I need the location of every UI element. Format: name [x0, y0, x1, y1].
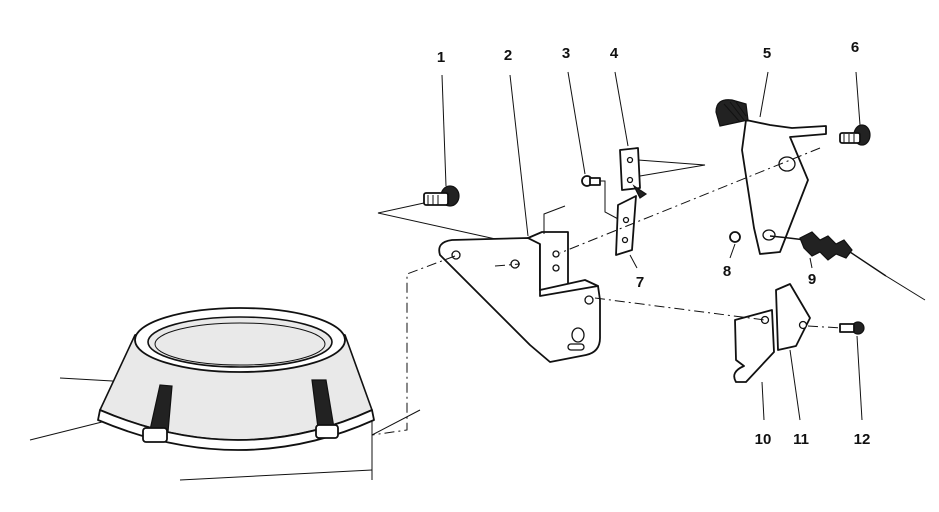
part-8-ball	[729, 231, 741, 259]
part-11-plate	[775, 283, 811, 421]
part-3-screw	[567, 71, 621, 221]
part-2-bracket	[438, 74, 601, 363]
callout-7: 7	[636, 274, 644, 291]
callout-10: 10	[755, 431, 772, 448]
part-10-plate	[733, 309, 775, 421]
part-7-link	[615, 195, 638, 269]
alignment-lines	[371, 147, 843, 436]
callout-1: 1	[437, 49, 445, 66]
engine-housing	[29, 307, 421, 481]
callout-2: 2	[504, 47, 512, 64]
callouts: 1 2 3 4 5 6 7 8 9 10 11 12	[437, 39, 871, 448]
callout-4: 4	[610, 45, 619, 62]
callout-9: 9	[808, 271, 816, 288]
part-5-lever	[715, 71, 827, 255]
part-6-screw	[839, 71, 871, 146]
callout-8: 8	[723, 263, 731, 280]
callout-3: 3	[562, 45, 570, 62]
part-12-screw	[839, 321, 865, 421]
callout-12: 12	[854, 431, 871, 448]
callout-11: 11	[793, 431, 809, 448]
callout-5: 5	[763, 45, 771, 62]
callout-6: 6	[851, 39, 859, 56]
part-1-bolt	[377, 74, 501, 241]
part-4-clip	[614, 71, 706, 199]
part-9-spring-cable	[769, 231, 926, 301]
